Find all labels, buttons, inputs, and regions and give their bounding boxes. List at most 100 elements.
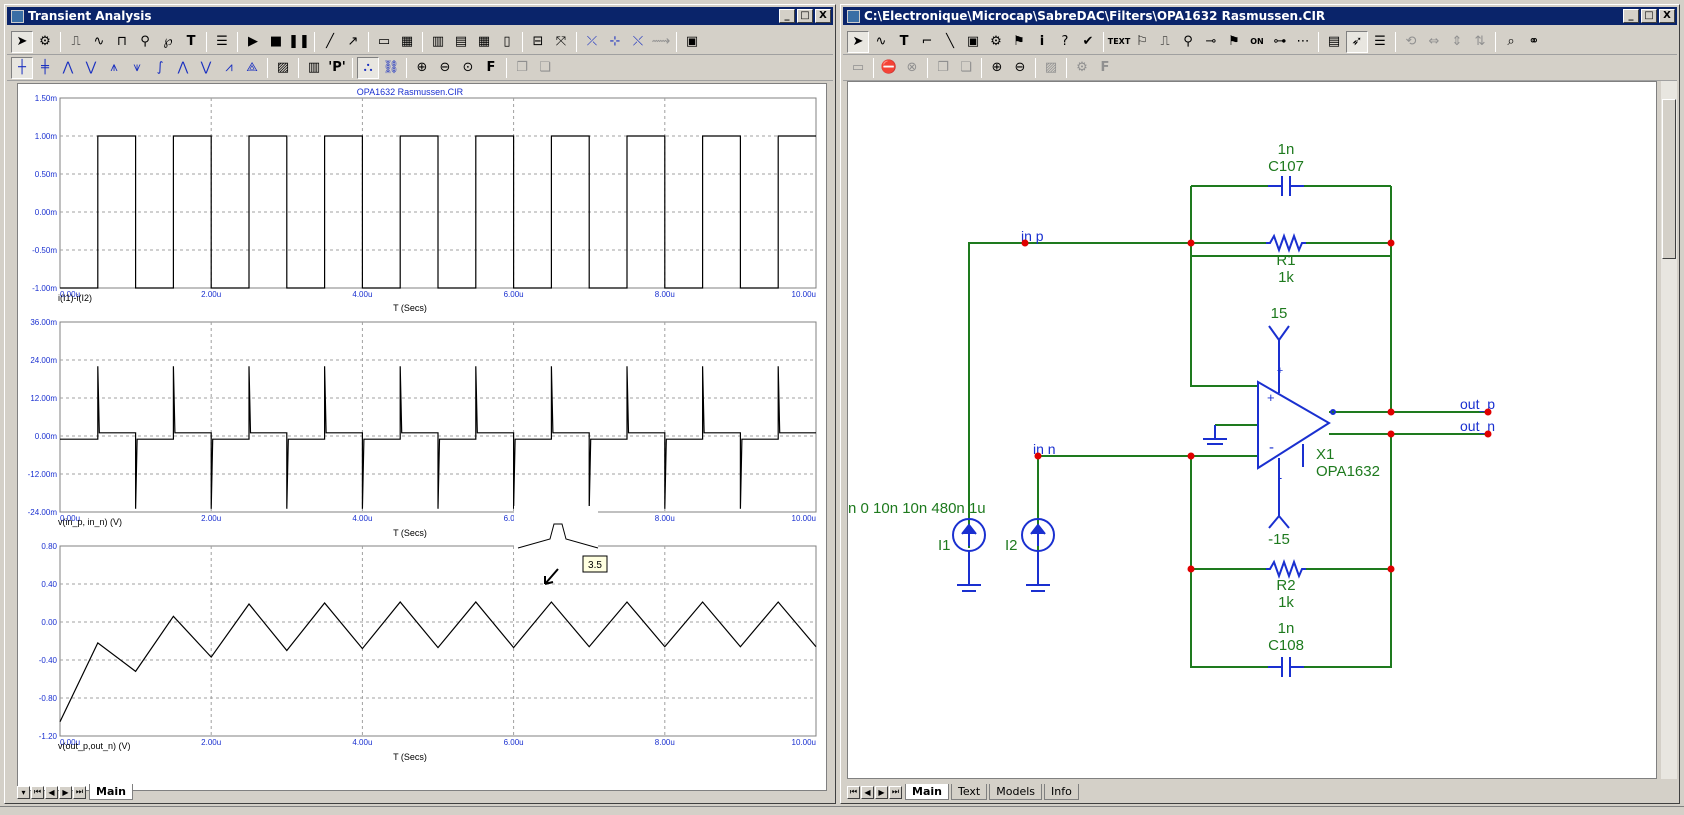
component-icon[interactable]: ⚙ — [990, 34, 1002, 49]
diagonal-wire-icon[interactable]: ╲ — [946, 34, 954, 49]
p-key-icon[interactable]: 'P' — [328, 60, 346, 75]
close-button[interactable]: X — [815, 9, 831, 23]
grid-style-3-icon[interactable]: ▦ — [477, 34, 491, 49]
rotate-icon[interactable]: ⟲ — [1405, 34, 1417, 49]
cursor-track-icon[interactable]: ⊹ — [609, 34, 621, 49]
tag-remove-icon[interactable]: ⛓ — [382, 60, 400, 75]
probe-icon[interactable]: ⚲ — [1183, 34, 1193, 49]
check-icon[interactable]: ✔ — [1082, 34, 1094, 49]
top-icon[interactable]: ⩘ — [225, 60, 233, 75]
properties-icon[interactable]: ☰ — [1374, 34, 1386, 49]
properties-icon[interactable]: ☰ — [216, 34, 228, 49]
cursor-jump-icon[interactable]: ⤬ — [632, 34, 644, 49]
settings-icon[interactable]: ⚙ — [1076, 60, 1088, 75]
global-low-icon[interactable]: ⋁ — [200, 60, 212, 75]
scope-icon[interactable]: ⎍ — [71, 34, 81, 49]
arrow-line-icon[interactable]: ↗ — [347, 34, 359, 49]
monitor-icon[interactable]: ▣ — [685, 34, 699, 49]
last-page-icon[interactable]: ⏭ — [73, 785, 86, 799]
prev-page-icon[interactable]: ◀ — [861, 785, 874, 799]
maximize-button[interactable]: □ — [797, 9, 813, 23]
pause-icon[interactable]: ❚❚ — [288, 34, 310, 49]
grid-dots-icon[interactable]: ⋯ — [1296, 34, 1310, 49]
find-icon[interactable]: ⌕ — [1507, 34, 1515, 49]
peak-icon[interactable]: ⋀ — [62, 60, 74, 75]
flip-icon[interactable]: ⇅ — [1474, 34, 1486, 49]
line-icon[interactable]: ╱ — [326, 34, 334, 49]
stop-sign-icon[interactable]: ⛔ — [880, 60, 898, 75]
pin-icon[interactable]: ⊸ — [1205, 34, 1217, 49]
inflection-icon[interactable]: ∫ — [156, 60, 164, 75]
dropdown-icon[interactable]: ▾ — [17, 785, 30, 799]
run-icon[interactable]: ▶ — [248, 34, 258, 49]
tab-models[interactable]: Models — [989, 784, 1042, 800]
library-icon[interactable]: ▨ — [276, 60, 290, 75]
info-icon[interactable]: i — [1039, 34, 1045, 49]
page-icon[interactable]: ▤ — [1327, 34, 1341, 49]
grid-style-4-icon[interactable]: ▯ — [503, 34, 511, 49]
attribute-icon[interactable]: ⚐ — [1136, 34, 1148, 49]
vertical-cursor-icon[interactable]: ╪ — [41, 60, 49, 75]
valley-icon[interactable]: ⋁ — [85, 60, 97, 75]
text-tool-icon[interactable]: T — [186, 34, 196, 49]
next-page-icon[interactable]: ▶ — [875, 785, 888, 799]
grid-icon[interactable]: ▦ — [400, 34, 414, 49]
transient-titlebar[interactable]: Transient Analysis _ □ X — [7, 7, 833, 25]
grid-style-2-icon[interactable]: ▤ — [454, 34, 468, 49]
horizontal-cursor-icon[interactable]: ┼ — [11, 56, 33, 79]
zoom-in-icon[interactable]: ⊕ — [991, 60, 1003, 75]
wire-icon[interactable]: ∿ — [875, 34, 887, 49]
table-icon[interactable]: ▥ — [307, 60, 321, 75]
grid-style-1-icon[interactable]: ▥ — [431, 34, 445, 49]
waveform-icon[interactable]: ∿ — [93, 34, 105, 49]
tab-main[interactable]: Main — [89, 784, 133, 800]
wire-tool-icon[interactable]: ⌐ — [921, 34, 933, 49]
cancel-icon[interactable]: ⊗ — [906, 60, 918, 75]
tab-main[interactable]: Main — [905, 784, 949, 800]
cursor-mode-icon[interactable]: ➶ — [1346, 30, 1368, 53]
minimize-button[interactable]: _ — [779, 9, 795, 23]
binoculars-icon[interactable]: ⚭ — [1528, 34, 1540, 49]
on-icon[interactable]: ON — [1250, 37, 1264, 46]
select-arrow-icon[interactable]: ➤ — [847, 30, 869, 53]
cursor-off-icon[interactable]: ⟿ — [651, 34, 671, 49]
schematic-titlebar[interactable]: C:\Electronique\Microcap\SabreDAC\Filter… — [843, 7, 1677, 25]
text-tool-icon[interactable]: T — [899, 34, 909, 49]
high-icon[interactable]: ⩚ — [110, 60, 118, 75]
help-icon[interactable]: ? — [1061, 34, 1069, 49]
maximize-button[interactable]: □ — [1641, 9, 1657, 23]
bracket-icon[interactable]: ⊓ — [116, 34, 128, 49]
scroll-thumb[interactable] — [1662, 99, 1676, 259]
copy-icon[interactable]: ❐ — [516, 60, 528, 75]
last-page-icon[interactable]: ⏭ — [889, 785, 902, 799]
select-arrow-icon[interactable]: ➤ — [11, 30, 33, 53]
tab-info[interactable]: Info — [1044, 784, 1079, 800]
mirror-h-icon[interactable]: ⇔ — [1428, 34, 1440, 49]
bus-icon[interactable]: ▣ — [966, 34, 980, 49]
probe-icon[interactable]: ⚲ — [140, 34, 150, 49]
flag-toggle-icon[interactable]: ⚑ — [1228, 34, 1240, 49]
low-icon[interactable]: ⩛ — [133, 60, 141, 75]
parameter-icon[interactable]: ℘ — [163, 34, 173, 49]
paste-icon[interactable]: ❏ — [960, 60, 972, 75]
display-icon[interactable]: ▭ — [851, 60, 865, 75]
zoom-in-icon[interactable]: ⊕ — [416, 60, 428, 75]
tab-text[interactable]: Text — [950, 784, 988, 800]
node-number-icon[interactable]: ⎍ — [1160, 34, 1170, 49]
paste-icon[interactable]: ❏ — [539, 60, 551, 75]
text-mode-icon[interactable]: TEXT — [1107, 37, 1131, 46]
rectangle-icon[interactable]: ▭ — [377, 34, 391, 49]
prev-page-icon[interactable]: ◀ — [45, 785, 58, 799]
picture-icon[interactable]: ▨ — [1044, 60, 1058, 75]
font-icon[interactable]: F — [486, 60, 496, 75]
component-icon[interactable]: ⚙ — [39, 34, 51, 49]
schematic-vertical-scrollbar[interactable] — [1661, 81, 1677, 779]
zoom-out-icon[interactable]: ⊖ — [439, 60, 451, 75]
flag-icon[interactable]: ⚑ — [1013, 34, 1025, 49]
copy-icon[interactable]: ❐ — [937, 60, 949, 75]
cursor-link-icon[interactable]: ⤧ — [555, 34, 567, 49]
stop-icon[interactable]: ■ — [269, 34, 283, 49]
cursor-mode-icon[interactable]: ⤫ — [586, 34, 598, 49]
mirror-v-icon[interactable]: ⇕ — [1451, 34, 1463, 49]
